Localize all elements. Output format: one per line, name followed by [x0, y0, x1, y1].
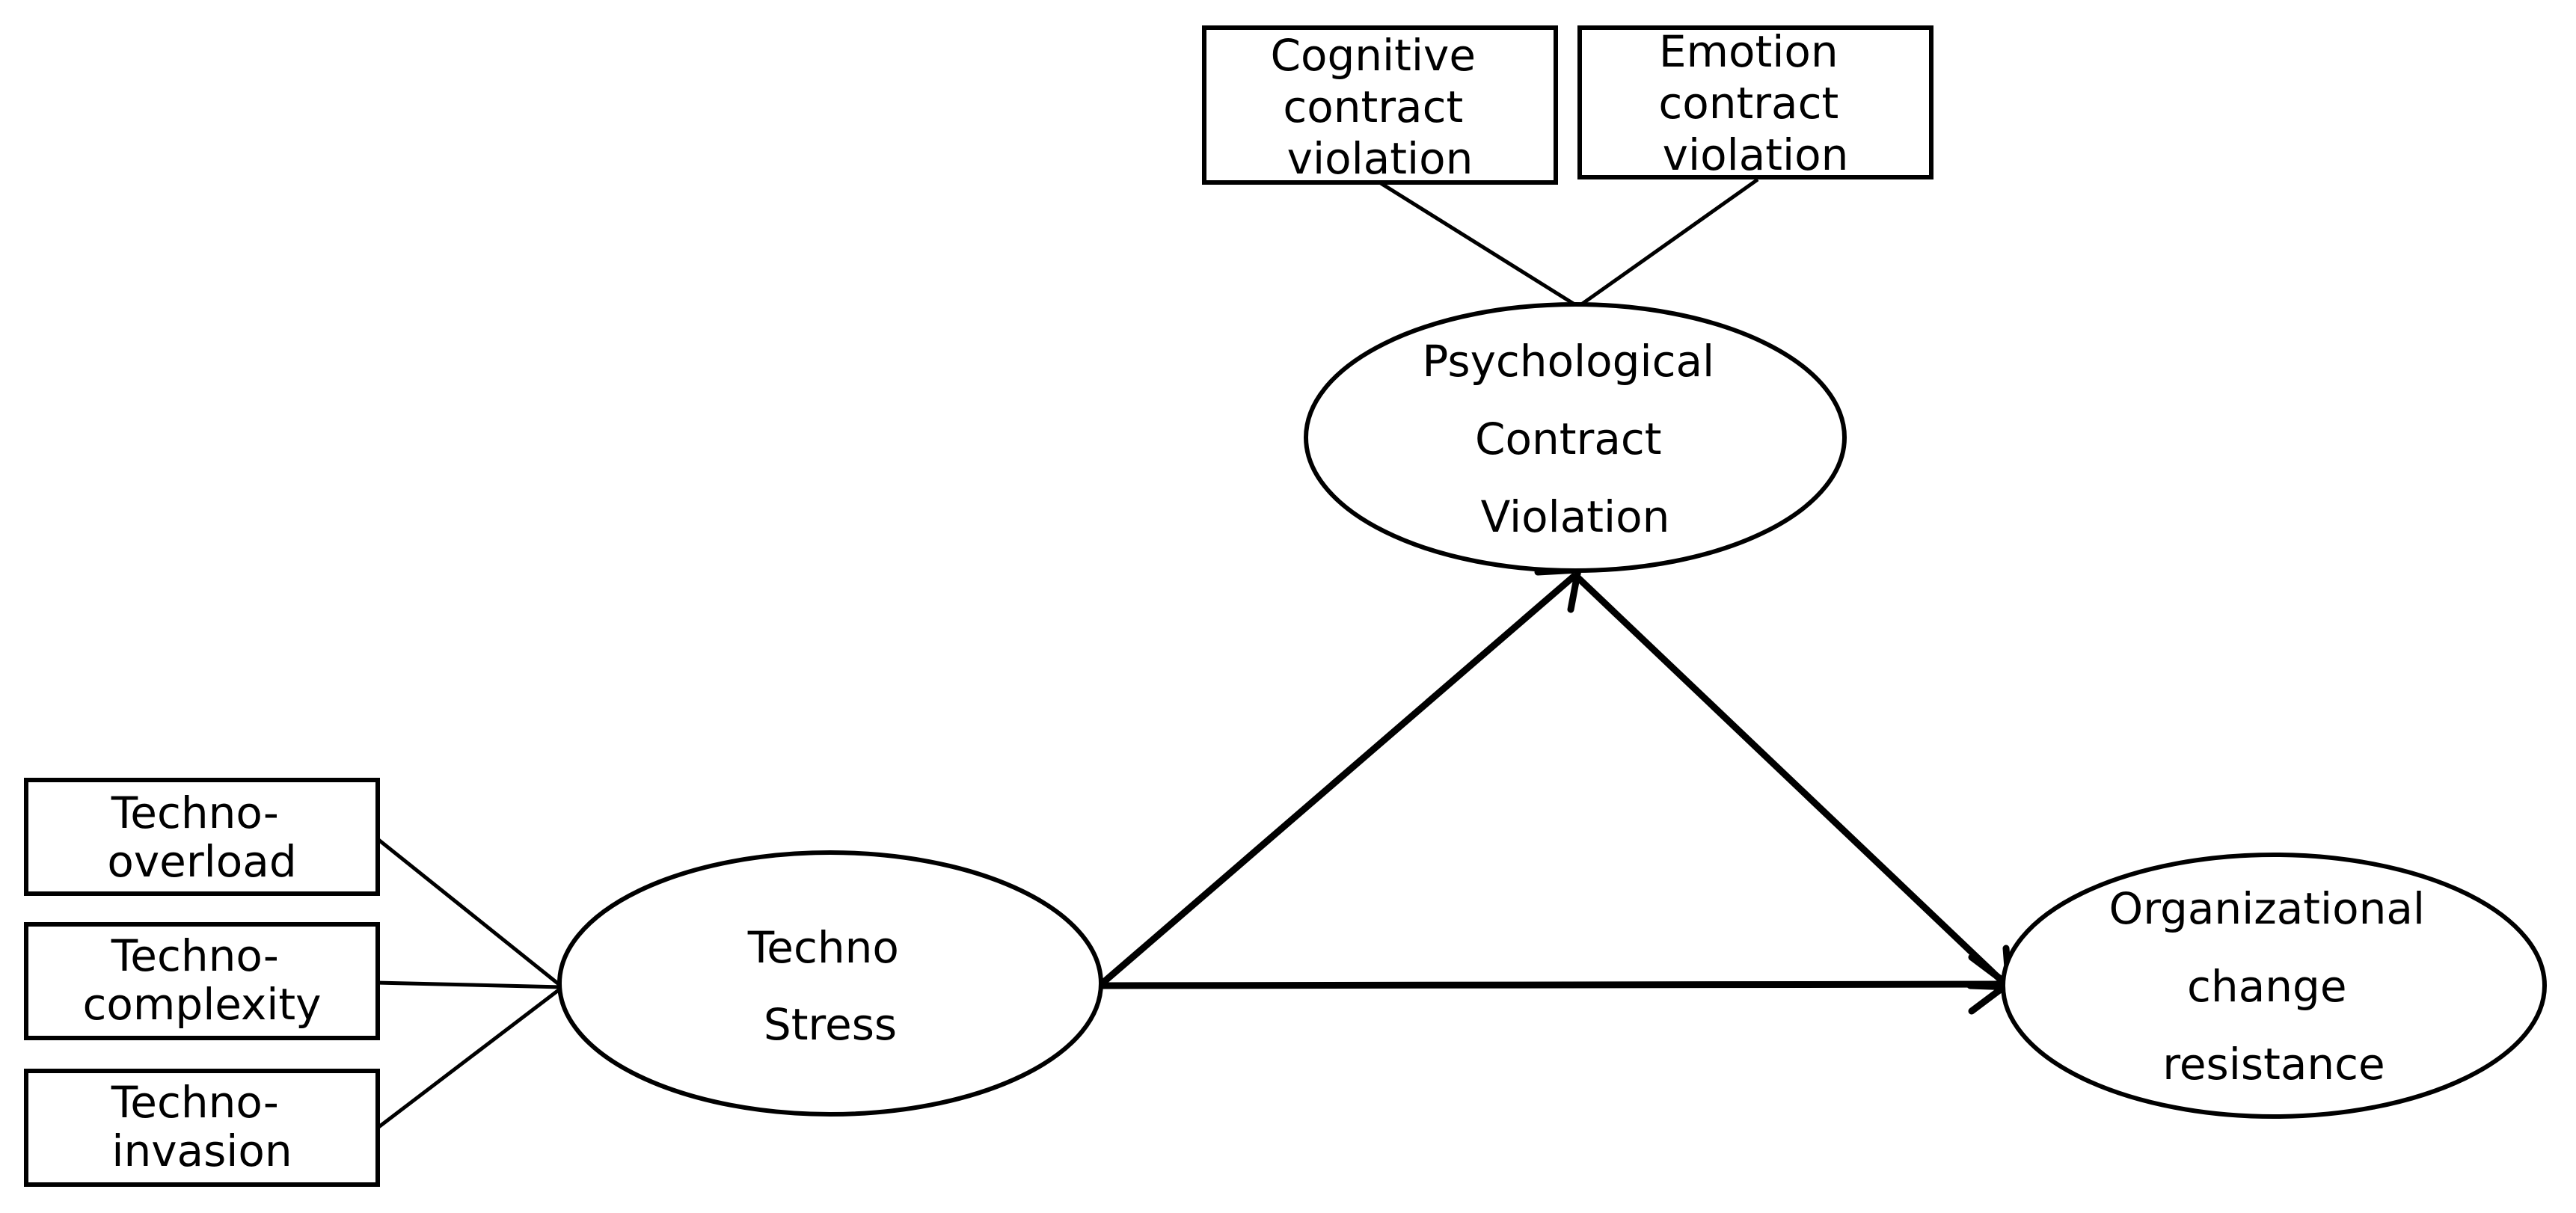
link-overload-to-techno-stress — [376, 838, 564, 989]
emotion-contract-violation-box — [1577, 25, 1933, 179]
emotion-contract-violation-label: Emotion contract violation — [1658, 26, 1852, 180]
cognitive-contract-violation-label: Cognitive contract violation — [1271, 30, 1490, 184]
path-techno-stress-to-pcv — [1097, 572, 1577, 989]
link-cognitive-to-pcv — [1379, 181, 1580, 309]
techno-stress-label: Techno Stress — [747, 922, 913, 1050]
link-invasion-to-techno-stress — [376, 986, 564, 1129]
psychological-contract-violation-label: Psychological Contract Violation — [1422, 336, 1728, 542]
psychological-contract-violation-oval — [1304, 302, 1847, 573]
techno-complexity-label: Techno- complexity — [83, 930, 322, 1030]
techno-overload-label: Techno- overload — [107, 787, 296, 887]
techno-complexity-box — [24, 922, 380, 1040]
path-pcv-to-resistance — [1572, 572, 2010, 989]
cognitive-contract-violation-box — [1202, 25, 1558, 185]
techno-invasion-box — [24, 1069, 380, 1187]
link-complexity-to-techno-stress — [377, 980, 563, 989]
techno-overload-box — [24, 778, 380, 896]
techno-stress-oval — [557, 850, 1103, 1117]
organizational-change-resistance-oval — [2001, 853, 2547, 1119]
link-emotion-to-pcv — [1577, 177, 1759, 309]
organizational-change-resistance-label: Organizational change resistance — [2109, 883, 2439, 1090]
techno-invasion-label: Techno- invasion — [111, 1077, 293, 1176]
path-techno-stress-to-resistance — [1099, 980, 2005, 989]
